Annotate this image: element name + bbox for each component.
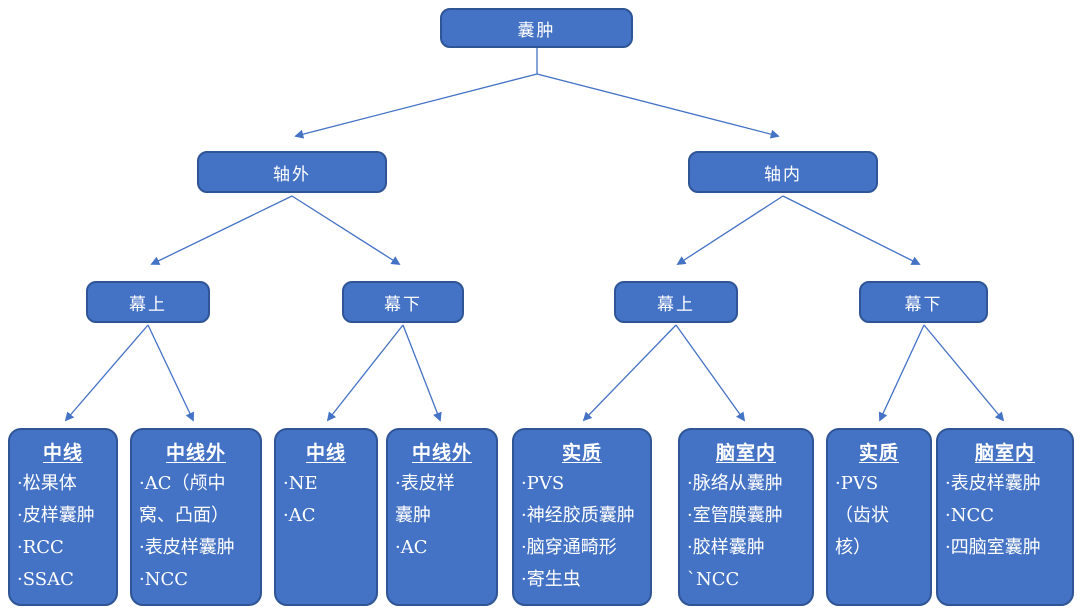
connector-root-to-intra-axial: [536, 73, 780, 139]
leaf-item: ·表皮样囊肿: [139, 537, 235, 559]
leaf-extra-axial-infra-offmidline: 中线外 ·表皮样 囊肿 ·AC: [386, 428, 498, 606]
leaf-intra-axial-supra-intraventricular: 脑室内 ·脉络从囊肿 ·室管膜囊肿 ·胶样囊肿 `NCC: [678, 428, 814, 606]
leaf-title: 中线: [305, 442, 346, 464]
connector-intra-axial-to-infra: [782, 195, 921, 265]
leaf-extra-axial-infra-midline: 中线 ·NE ·AC: [274, 428, 378, 606]
leaf-item-list: ·PVS （齿状 核）: [835, 468, 923, 564]
leaf-title: 中线外: [411, 442, 472, 464]
leaf-item: ·NCC: [139, 569, 189, 591]
connector-infra1-to-midline: [326, 324, 404, 422]
node-extra-axial-label: 轴外: [273, 164, 311, 185]
leaf-item: ·PVS: [521, 473, 565, 494]
node-supratentorial-extra-axial: 幕上: [86, 281, 210, 323]
leaf-extra-axial-supra-midline: 中线 ·松果体 ·皮样囊肿 ·RCC ·SSAC: [8, 428, 118, 606]
leaf-intra-axial-infra-parenchymal: 实质 ·PVS （齿状 核）: [826, 428, 932, 606]
leaf-title: 中线外: [165, 442, 226, 464]
leaf-item-list: ·PVS ·神经胶质囊肿 ·脑穿通畸形 ·寄生虫: [521, 468, 643, 596]
leaf-item: ·松果体: [17, 473, 77, 494]
leaf-item: ·皮样囊肿: [17, 505, 95, 527]
leaf-item-list: ·表皮样囊肿 ·NCC ·四脑室囊肿: [945, 468, 1065, 564]
node-cyst-label: 囊肿: [517, 20, 556, 41]
leaf-item-list: ·表皮样 囊肿 ·AC: [395, 468, 489, 564]
leaf-item-list: ·脉络从囊肿 ·室管膜囊肿 ·胶样囊肿 `NCC: [687, 468, 805, 596]
connector-infra1-to-offmidline: [402, 324, 442, 422]
leaf-item: ·AC: [395, 537, 428, 559]
node-extra-axial: 轴外: [197, 151, 387, 193]
leaf-item: ·表皮样 囊肿: [395, 473, 455, 527]
node-supratentorial-intra-axial: 幕上: [614, 281, 738, 323]
connector-supra2-to-intraventricular: [675, 324, 746, 422]
connector-intra-axial-to-supra: [676, 195, 784, 265]
node-intra-axial: 轴内: [688, 151, 878, 193]
leaf-intra-axial-infra-intraventricular: 脑室内 ·表皮样囊肿 ·NCC ·四脑室囊肿: [936, 428, 1074, 606]
node-intra-axial-label: 轴内: [764, 164, 802, 185]
connector-extra-axial-to-supra: [150, 195, 293, 265]
leaf-item: `NCC: [687, 569, 740, 591]
connector-supra2-to-parenchymal: [582, 324, 677, 422]
leaf-intra-axial-supra-parenchymal: 实质 ·PVS ·神经胶质囊肿 ·脑穿通畸形 ·寄生虫: [512, 428, 652, 606]
leaf-title: 脑室内: [715, 442, 776, 464]
leaf-item: ·胶样囊肿: [687, 537, 765, 559]
leaf-item: ·RCC: [17, 537, 64, 559]
leaf-item-list: ·松果体 ·皮样囊肿 ·RCC ·SSAC: [17, 468, 109, 596]
leaf-item-list: ·AC（颅中 窝、凸面） ·表皮样囊肿 ·NCC: [139, 468, 253, 596]
leaf-item: ·PVS （齿状 核）: [835, 473, 889, 559]
leaf-item: ·神经胶质囊肿: [521, 505, 635, 527]
leaf-item: ·AC（颅中 窝、凸面）: [139, 473, 229, 527]
leaf-title: 中线: [42, 442, 83, 464]
leaf-item: ·寄生虫: [521, 569, 581, 591]
connector-supra1-to-midline: [64, 324, 149, 422]
leaf-item: ·NCC: [945, 505, 995, 527]
leaf-extra-axial-supra-offmidline: 中线外 ·AC（颅中 窝、凸面） ·表皮样囊肿 ·NCC: [130, 428, 262, 606]
leaf-title: 实质: [858, 442, 899, 464]
leaf-title: 实质: [561, 442, 602, 464]
node-label: 幕上: [129, 294, 167, 315]
leaf-item: ·AC: [283, 505, 316, 527]
connector-infra2-to-parenchymal: [878, 324, 925, 422]
leaf-title: 脑室内: [974, 442, 1035, 464]
leaf-item: ·四脑室囊肿: [945, 537, 1041, 559]
leaf-item: ·表皮样囊肿: [945, 473, 1041, 494]
node-cyst: 囊肿: [440, 8, 633, 48]
leaf-item: ·脉络从囊肿: [687, 473, 783, 494]
node-infratentorial-intra-axial: 幕下: [859, 281, 988, 323]
leaf-item: ·SSAC: [17, 569, 74, 591]
connector-supra1-to-offmidline: [147, 324, 194, 422]
connector-infra2-to-intraventricular: [923, 324, 1005, 422]
leaf-item: ·脑穿通畸形: [521, 537, 617, 559]
leaf-item-list: ·NE ·AC: [283, 468, 369, 532]
node-infratentorial-extra-axial: 幕下: [342, 281, 464, 323]
node-label: 幕下: [384, 294, 422, 315]
node-label: 幕下: [904, 294, 943, 315]
leaf-item: ·NE: [283, 473, 318, 494]
connector-root-to-extra-axial: [294, 73, 538, 139]
node-label: 幕上: [657, 294, 695, 315]
connector-extra-axial-to-infra: [291, 195, 401, 265]
leaf-item: ·室管膜囊肿: [687, 505, 783, 527]
